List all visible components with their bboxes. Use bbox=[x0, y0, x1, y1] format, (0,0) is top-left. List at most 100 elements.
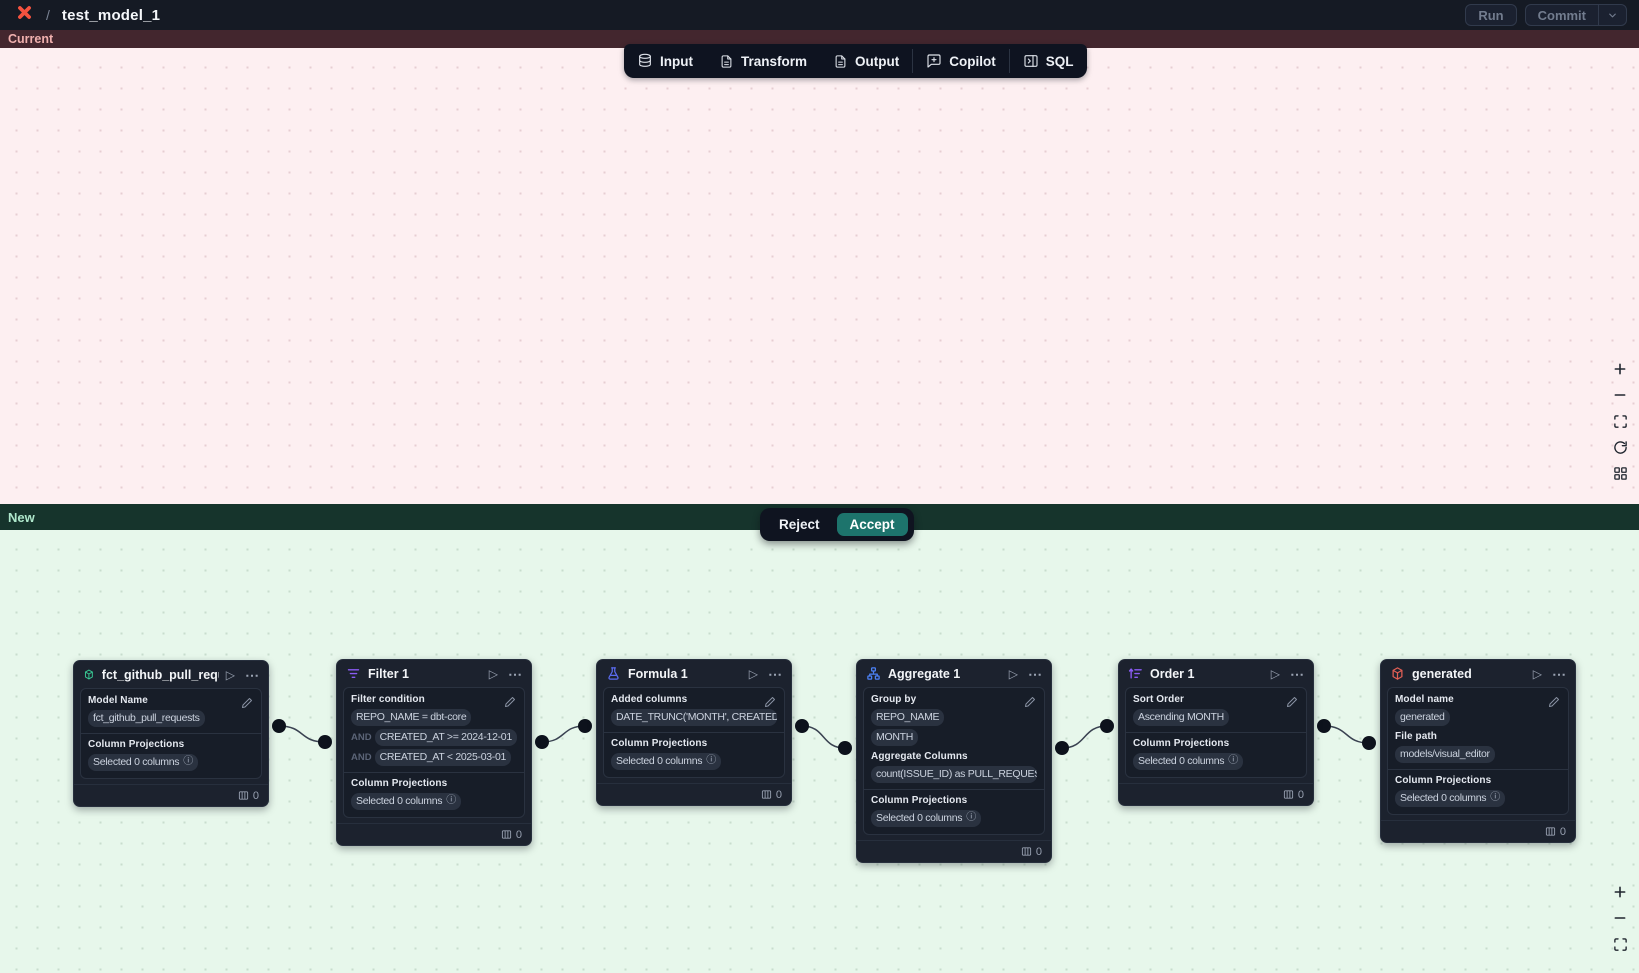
commit-button[interactable]: Commit bbox=[1537, 7, 1586, 23]
connection-port[interactable] bbox=[795, 719, 809, 733]
node-header: Order 1 ▷ ⋯ bbox=[1119, 660, 1313, 687]
node-order-1[interactable]: Order 1 ▷ ⋯ Sort Order Ascending MONTH C… bbox=[1118, 659, 1314, 806]
node-config-card: Model Name fct_github_pull_requests Colu… bbox=[80, 688, 262, 779]
value-chip[interactable]: DATE_TRUNC('MONTH', CREATED_AT… bbox=[611, 709, 777, 726]
node-filter-1[interactable]: Filter 1 ▷ ⋯ Filter condition REPO_NAME … bbox=[336, 659, 532, 846]
run-button[interactable]: Run bbox=[1465, 4, 1517, 26]
connection-port[interactable] bbox=[1100, 719, 1114, 733]
field-label: Column Projections bbox=[871, 795, 968, 806]
value-chip[interactable]: MONTH bbox=[871, 729, 918, 746]
value-chip[interactable]: CREATED_AT < 2025-03-01 bbox=[374, 749, 512, 766]
ellipsis-menu-icon[interactable]: ⋯ bbox=[1028, 665, 1042, 682]
divider bbox=[81, 733, 261, 734]
play-icon[interactable]: ▷ bbox=[225, 667, 235, 682]
info-icon: ⓘ bbox=[446, 795, 457, 806]
ellipsis-menu-icon[interactable]: ⋯ bbox=[768, 665, 782, 682]
zoom-in-button[interactable] bbox=[1608, 880, 1632, 904]
play-icon[interactable]: ▷ bbox=[1532, 666, 1542, 681]
node-generated[interactable]: generated ▷ ⋯ Model name generated File … bbox=[1380, 659, 1576, 843]
auto-layout-icon bbox=[1613, 466, 1627, 480]
connection-port[interactable] bbox=[318, 735, 332, 749]
refresh-icon bbox=[1613, 440, 1627, 454]
play-icon[interactable]: ▷ bbox=[1008, 666, 1018, 681]
ellipsis-menu-icon[interactable]: ⋯ bbox=[1552, 665, 1566, 682]
connection-port[interactable] bbox=[1362, 736, 1376, 750]
dbt-logo-icon[interactable] bbox=[16, 4, 33, 26]
zoom-out-button[interactable] bbox=[1608, 383, 1632, 407]
fit-view-button[interactable] bbox=[1608, 932, 1632, 956]
value-chip[interactable]: Ascending MONTH bbox=[1133, 709, 1229, 726]
and-operator: AND bbox=[351, 752, 372, 763]
column-count: 0 bbox=[775, 788, 782, 801]
ellipsis-menu-icon[interactable]: ⋯ bbox=[1290, 665, 1304, 682]
node-footer: 0 bbox=[74, 784, 268, 806]
value-chip[interactable]: CREATED_AT >= 2024-12-01 bbox=[374, 729, 517, 746]
edit-pencil-icon[interactable] bbox=[1548, 695, 1560, 713]
edit-pencil-icon[interactable] bbox=[1286, 695, 1298, 713]
connection-port[interactable] bbox=[1055, 741, 1069, 755]
commit-button-group: Commit bbox=[1524, 4, 1627, 26]
toolbar-output-button[interactable]: Output bbox=[820, 44, 912, 78]
node-header: fct_github_pull_requests ▷ ⋯ bbox=[74, 661, 268, 688]
edit-pencil-icon[interactable] bbox=[504, 695, 516, 713]
node-title: Aggregate 1 bbox=[888, 666, 961, 681]
node-formula-1[interactable]: Formula 1 ▷ ⋯ Added columns DATE_TRUNC('… bbox=[596, 659, 792, 806]
toolbar-sql-button[interactable]: SQL bbox=[1010, 44, 1087, 78]
refresh-layout-button[interactable] bbox=[1608, 435, 1632, 459]
connection-port[interactable] bbox=[578, 719, 592, 733]
connection-port[interactable] bbox=[838, 741, 852, 755]
fit-view-button[interactable] bbox=[1608, 409, 1632, 433]
connection-port[interactable] bbox=[1317, 719, 1331, 733]
value-chip[interactable]: REPO_NAME = dbt-core bbox=[351, 709, 472, 726]
auto-layout-button[interactable] bbox=[1608, 461, 1632, 485]
play-icon[interactable]: ▷ bbox=[1270, 666, 1280, 681]
edit-pencil-icon[interactable] bbox=[1024, 695, 1036, 713]
current-version-label: Current bbox=[8, 32, 54, 46]
node-fct-github-pull-requests[interactable]: fct_github_pull_requests ▷ ⋯ Model Name … bbox=[73, 660, 269, 807]
ellipsis-menu-icon[interactable]: ⋯ bbox=[245, 666, 259, 683]
value-chip[interactable]: REPO_NAME bbox=[871, 709, 945, 726]
toolbar-transform-button[interactable]: Transform bbox=[706, 44, 820, 78]
connection-port[interactable] bbox=[535, 735, 549, 749]
toolbar-input-button[interactable]: Input bbox=[624, 44, 706, 78]
edit-pencil-icon[interactable] bbox=[241, 696, 253, 714]
node-toolbar: Input Transform Output Copilot SQL bbox=[624, 44, 1087, 78]
edit-pencil-icon[interactable] bbox=[764, 695, 776, 713]
column-count: 0 bbox=[252, 789, 259, 802]
review-action-bar: Reject Accept bbox=[760, 508, 914, 541]
zoom-out-button[interactable] bbox=[1608, 906, 1632, 930]
value-chip[interactable]: models/visual_editor bbox=[1395, 746, 1495, 763]
new-version-label: New bbox=[8, 509, 35, 525]
zoom-in-button[interactable] bbox=[1608, 357, 1632, 381]
value-chip[interactable]: fct_github_pull_requests bbox=[88, 710, 205, 727]
fit-view-icon bbox=[1613, 937, 1627, 951]
current-version-canvas[interactable] bbox=[0, 48, 1639, 504]
new-version-canvas[interactable] bbox=[0, 530, 1639, 973]
accept-button[interactable]: Accept bbox=[836, 513, 908, 536]
columns-icon bbox=[761, 790, 771, 799]
field-label: Column Projections bbox=[611, 738, 708, 749]
value-chip[interactable]: generated bbox=[1395, 709, 1450, 726]
value-chip[interactable]: count(ISSUE_ID) as PULL_REQUEST_… bbox=[871, 766, 1037, 783]
reject-button[interactable]: Reject bbox=[766, 513, 833, 536]
play-icon[interactable]: ▷ bbox=[488, 666, 498, 681]
connection-port[interactable] bbox=[272, 719, 286, 733]
toolbar-copilot-button[interactable]: Copilot bbox=[913, 44, 1009, 78]
columns-icon bbox=[1545, 827, 1555, 836]
commit-dropdown-button[interactable] bbox=[1598, 5, 1626, 25]
ellipsis-menu-icon[interactable]: ⋯ bbox=[508, 665, 522, 682]
divider bbox=[864, 789, 1044, 790]
play-icon[interactable]: ▷ bbox=[748, 666, 758, 681]
node-aggregate-1[interactable]: Aggregate 1 ▷ ⋯ Group by REPO_NAME MONTH… bbox=[856, 659, 1052, 863]
chevron-down-icon bbox=[1609, 13, 1616, 17]
column-count: 0 bbox=[1559, 825, 1566, 838]
sort-icon bbox=[1128, 668, 1142, 679]
sql-panel-icon bbox=[1024, 55, 1038, 67]
